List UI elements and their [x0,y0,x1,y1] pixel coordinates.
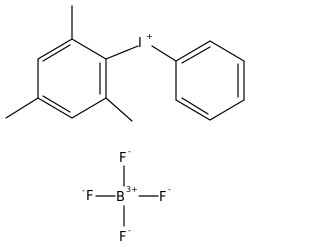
ring-bond [175,40,211,62]
fluorine-charge: - [128,147,131,156]
ring-double-bond [181,46,211,64]
boron-charge: 3+ [126,185,138,194]
iodine-atom-label: I [138,36,142,51]
fluorine-atom-label: F [119,230,126,245]
ring-bond [175,99,211,121]
methyl-bond-left [5,97,39,119]
fluorine-atom-label: F [119,151,126,166]
ring-bond [209,99,245,121]
ring-bond [71,38,107,60]
mesityl-ring [37,38,107,119]
ring-double-bond [42,95,71,113]
iodine-charge: + [146,32,153,41]
fluorine-charge: - [128,226,131,235]
fluorine-atom-label: F [159,190,166,205]
ring-bond [37,97,73,119]
phenyl-ring [175,40,245,121]
fluorine-charge: - [82,186,85,195]
ring-bond [209,40,245,62]
ring-double-bond [42,44,71,62]
ring-bond [71,97,107,119]
carbon-iodine-bond [105,45,139,60]
ring-bond [37,38,73,60]
fluorine-charge: - [168,185,171,194]
ring-double-bond [181,97,209,115]
boron-atom-label: B [116,190,125,205]
chemical-structure: I + F - - F B 3+ F - F - [5,5,245,245]
methyl-bond-right [105,97,133,122]
iodine-phenyl-bond [151,45,177,62]
fluorine-atom-label: F [86,189,93,204]
tetrafluoroborate: F - - F B 3+ F - F - [82,147,171,245]
